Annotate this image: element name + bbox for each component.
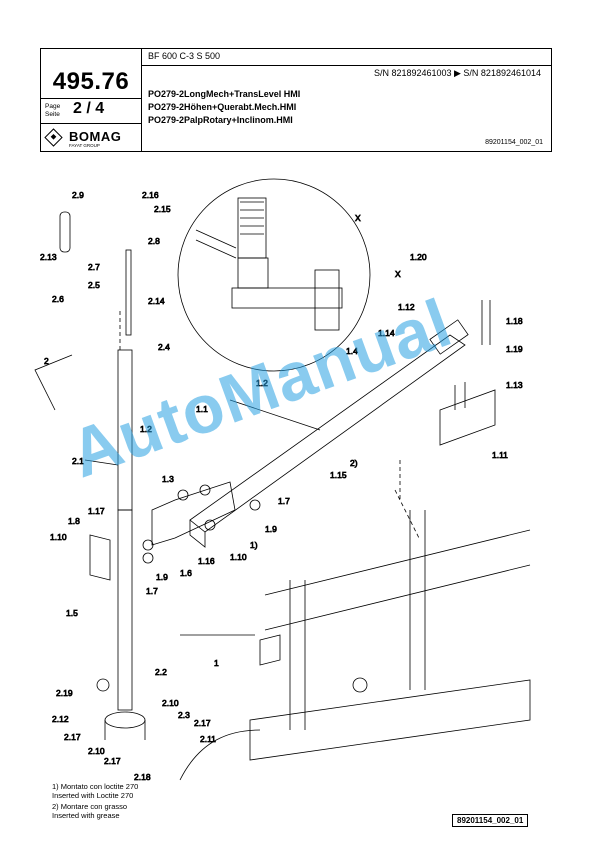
callout: 1.7 — [146, 586, 158, 596]
serial-numbers: S/N 821892461003 ▶ S/N 821892461014 — [373, 68, 541, 78]
callout: 2.11 — [200, 734, 216, 744]
detail-mechanism — [195, 197, 343, 331]
title-block-divider — [41, 98, 141, 99]
callout: 1.4 — [346, 346, 358, 356]
machine-frame — [179, 510, 531, 781]
callout: 1.1 — [196, 404, 208, 414]
callout: 2.4 — [158, 342, 170, 352]
callout: 1.20 — [410, 252, 427, 262]
callout: 1.14 — [378, 328, 395, 338]
callout: 1.10 — [50, 532, 67, 542]
callout-superscript: 1) — [250, 540, 258, 550]
doc-reference: 89201154_002_01 — [485, 139, 543, 146]
logo-brand: BOMAG — [69, 129, 122, 144]
callout-superscript: 2) — [350, 458, 358, 468]
page-label-de: Seite — [45, 111, 60, 118]
callout: 1.5 — [66, 608, 78, 618]
callout: 1.16 — [198, 556, 215, 566]
callout: 2.5 — [88, 280, 100, 290]
callout: 1.15 — [330, 470, 347, 480]
callout: X — [355, 213, 361, 223]
callout: X — [395, 269, 401, 279]
callout: 2.17 — [64, 732, 81, 742]
callout: 2.6 — [52, 294, 64, 304]
callout: 2.15 — [154, 204, 171, 214]
leader-line — [84, 459, 119, 466]
callout: 1.19 — [506, 344, 523, 354]
leader-line — [34, 354, 73, 411]
callout: 2.17 — [104, 756, 121, 766]
callout: 2.12 — [52, 714, 69, 724]
callout: 1.3 — [162, 474, 174, 484]
note-2: 2) Montare con grasso Inserted with grea… — [52, 802, 127, 820]
callout: 1.6 — [180, 568, 192, 578]
footer-reference: 89201154_002_01 — [452, 814, 529, 827]
callout: 1.12 — [398, 302, 415, 312]
callout: 1.2 — [140, 424, 152, 434]
callout: 1.18 — [506, 316, 523, 326]
bracket-assembly — [89, 481, 261, 581]
callout: 2.14 — [148, 296, 165, 306]
callout: 2.13 — [40, 252, 57, 262]
callout: 1.13 — [506, 380, 523, 390]
note-line: Inserted with grease — [52, 811, 120, 820]
callout: 1.2 — [256, 378, 268, 388]
leader-dashed — [394, 460, 421, 541]
callout: 2.10 — [162, 698, 179, 708]
bomag-logo: BOMAG FAYAT GROUP — [44, 128, 137, 150]
callout: 2.18 — [134, 772, 151, 782]
note-1: 1) Montato con loctite 270 Inserted with… — [52, 782, 138, 800]
description-line-2: PO279-2Höhen+Querabt.Mech.HMI — [148, 102, 297, 112]
description-line-3: PO279-2PalpRotary+Inclinom.HMI — [148, 115, 293, 125]
title-block-divider — [141, 65, 551, 66]
note-line: 2) Montare con grasso — [52, 802, 128, 811]
title-block-divider — [141, 49, 142, 151]
callout: 1 — [214, 658, 219, 668]
page-number: 2 / 4 — [73, 100, 105, 117]
description-line-1: PO279-2LongMech+TransLevel HMI — [148, 89, 301, 99]
callout: 1.17 — [88, 506, 105, 516]
page-label: Page Seite — [45, 103, 60, 119]
title-block-divider — [41, 123, 141, 124]
detail-circle — [177, 178, 371, 372]
page-label-en: Page — [45, 103, 61, 110]
callout: 2.17 — [194, 718, 211, 728]
logo-diamond-icon — [44, 128, 63, 147]
note-line: Inserted with Loctite 270 — [52, 791, 134, 800]
callout: 2.19 — [56, 688, 73, 698]
callout: 2.9 — [72, 190, 84, 200]
callout: 1.7 — [278, 496, 290, 506]
leader-line — [229, 399, 321, 431]
callout: 1.9 — [156, 572, 168, 582]
title-block: BF 600 C-3 S 500 495.76 Page Seite 2 / 4… — [40, 48, 552, 152]
callout: 2.8 — [148, 236, 160, 246]
part-number: 495.76 — [52, 68, 130, 95]
model-name: BF 600 C-3 S 500 — [148, 51, 221, 61]
callout: 2 — [44, 356, 49, 366]
logo-sub: FAYAT GROUP — [69, 143, 100, 148]
base-clamp — [96, 678, 146, 740]
callout: 2.3 — [178, 710, 190, 720]
callout: 1.11 — [492, 450, 508, 460]
callout: 1.9 — [265, 524, 277, 534]
exploded-view-drawing: 2.9 2.16 2.15 2.8 2.13 2.7 2.5 2.6 2.14 … — [34, 178, 531, 782]
callout: 2.1 — [72, 456, 84, 466]
callout: 2.2 — [155, 667, 167, 677]
callout: 2.16 — [142, 190, 159, 200]
callout: 1.10 — [230, 552, 247, 562]
callout: 1.8 — [68, 516, 80, 526]
vertical-tubes — [59, 211, 133, 711]
note-line: 1) Montato con loctite 270 — [52, 782, 139, 791]
arm-assembly — [189, 300, 496, 548]
callout: 2.10 — [88, 746, 105, 756]
callout: 2.7 — [88, 262, 100, 272]
